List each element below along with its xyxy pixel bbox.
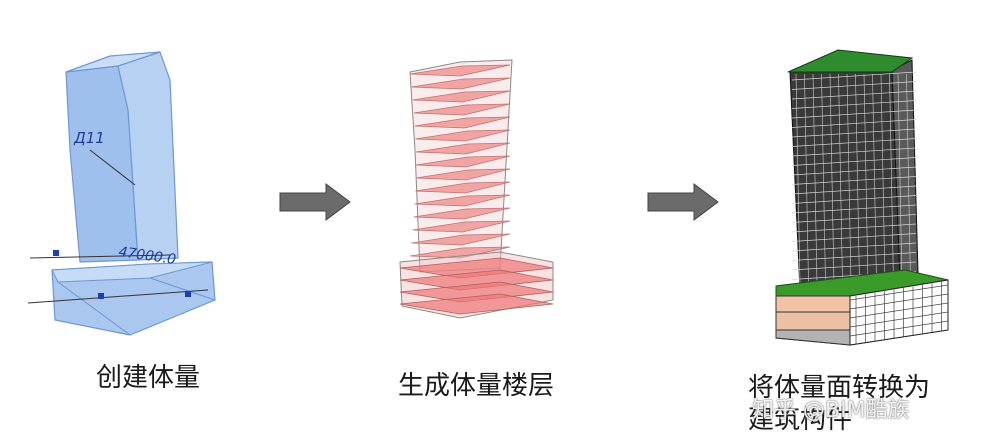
mass-floors-model [399,59,554,319]
arrow-icon-1 [279,183,351,221]
curtain-wall-line [791,128,917,138]
curtain-wall-line [791,261,917,271]
curtain-wall-mullion [804,73,809,285]
curtain-wall-line [791,214,917,223]
podium-slab [399,269,554,291]
floor-slab [412,220,511,233]
curtain-wall-line [791,242,917,252]
curtain-wall-line [791,166,917,176]
curtain-wall-line [791,100,917,109]
step1-caption: 创建体量 [96,363,201,393]
podium-slab [399,293,554,315]
podium-slab [399,281,554,303]
floor-slab [409,64,511,77]
podium-transom [849,311,949,328]
floor-slab [415,181,511,194]
floor-slab [414,194,511,207]
podium-transom [849,320,949,337]
curtain-wall-line [791,157,917,166]
step2-caption: 生成体量楼层 [398,371,555,401]
podium-transom [849,284,949,301]
curtain-wall-mullion [863,73,869,285]
step3-caption-line1: 将体量面转换为 [748,373,931,403]
curtain-wall-mullion [795,73,801,285]
floor-slab [414,116,511,129]
floor-slab [413,207,511,220]
curtain-wall-line [791,119,917,128]
curtain-wall-mullion [897,73,903,285]
arrow-icon-2 [647,183,719,221]
curtain-wall-mullion [889,73,894,285]
curtain-wall-line [791,71,917,81]
curtain-wall-mullion [821,73,826,285]
curtain-wall-line [791,195,917,204]
curtain-wall-line [791,81,917,90]
podium-transom [849,293,949,310]
curtain-wall-line [791,185,917,195]
curtain-wall-mullion [838,73,843,285]
curtain-wall-mullion [812,73,818,285]
curtain-wall-line [791,109,917,119]
floor-slab [413,103,511,116]
floor-slab [412,90,511,103]
curtain-wall-mullion [880,73,886,285]
curtain-wall-line [791,138,917,147]
floor-slab [411,77,511,90]
curtain-wall-line [791,147,917,157]
building-components-model [775,49,949,346]
curtain-wall-line [791,176,917,185]
curtain-wall-line [791,90,917,100]
watermark: 知乎 @BIM酷族 [752,398,910,423]
floor-slab [415,129,511,142]
podium-transom [849,302,949,319]
floor-slab [415,142,511,155]
curtain-wall-line [791,204,917,214]
curtain-wall-line [791,223,917,233]
curtain-wall-mullion [872,73,877,285]
step3-caption-line2: 建筑构件 [748,405,853,435]
floor-slab [415,155,511,168]
dimension-label: 47000.0 [117,244,177,268]
curtain-wall-mullion [829,73,835,285]
curtain-wall-mullion [846,73,852,285]
curtain-wall-mullion [855,73,860,285]
curtain-wall-mullion [906,73,911,285]
curtain-wall-line [791,233,917,242]
curtain-wall-line [791,252,917,261]
floor-slab [415,168,511,181]
floor-slab [411,233,511,246]
annotation-label: Д11 [73,129,105,147]
podium-slab [399,257,554,279]
mass-model: Д11 47000.0 [27,51,216,336]
